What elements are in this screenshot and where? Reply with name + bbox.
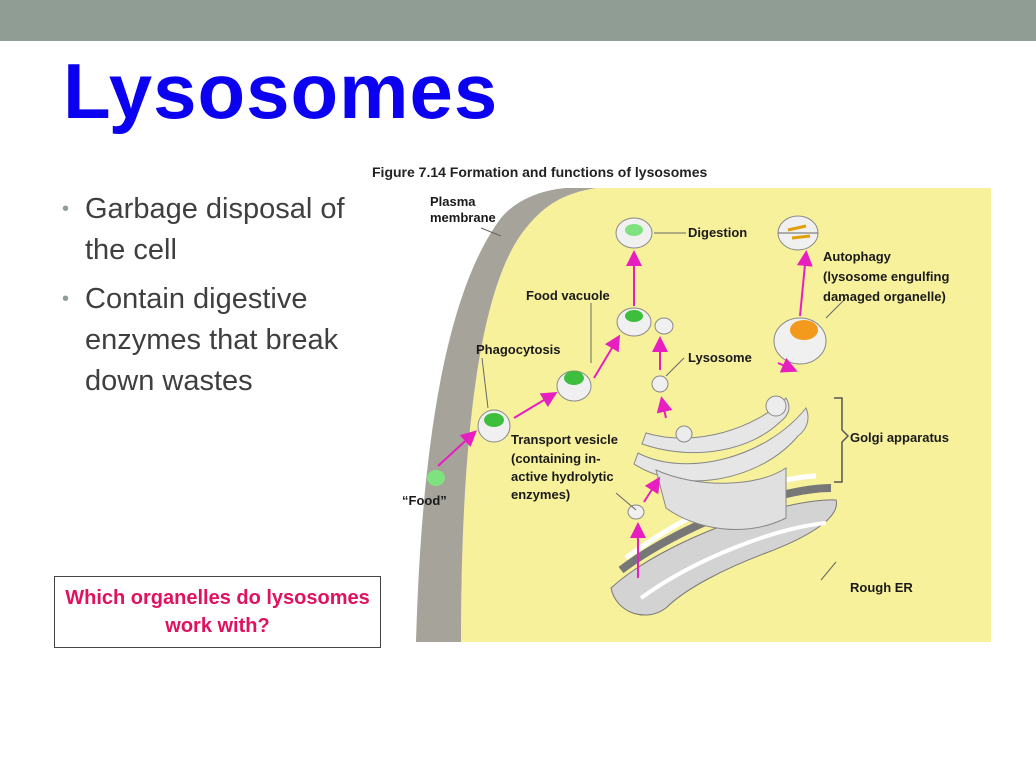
golgi-apparatus <box>633 395 850 530</box>
bullet-dot-icon: • <box>62 288 70 310</box>
plasma-membrane <box>416 188 596 642</box>
label-food-vacuole: Food vacuole <box>526 288 610 303</box>
bullet-text: Contain digestive enzymes that break dow… <box>85 283 339 397</box>
lysosome-figure: Plasma membrane Digestion Autophagy (lys… <box>366 158 991 642</box>
top-accent-bar <box>0 0 1036 41</box>
label-transport-4: enzymes) <box>511 487 570 502</box>
label-lysosome: Lysosome <box>688 350 752 365</box>
label-digestion: Digestion <box>688 225 747 240</box>
bullet-list: • Garbage disposal of the cell • Contain d… <box>62 189 372 410</box>
bullet-item: • Contain digestive enzymes that break do… <box>62 279 372 402</box>
leader-lines <box>480 227 847 581</box>
question-box: Which organelles do lysosomes work with? <box>54 576 381 648</box>
bullet-item: • Garbage disposal of the cell <box>62 189 372 271</box>
label-autophagy-2: (lysosome engulfing <box>823 269 949 284</box>
label-phagocytosis: Phagocytosis <box>476 342 561 357</box>
cell-cytoplasm <box>461 188 991 642</box>
label-plasma-membrane-1: Plasma <box>430 194 476 209</box>
label-autophagy-3: damaged organelle) <box>823 289 946 304</box>
lysosome-vesicle <box>651 375 669 393</box>
slide-title: Lysosomes <box>63 47 499 135</box>
label-rough-er: Rough ER <box>850 580 913 595</box>
transport-vesicle <box>627 504 645 520</box>
label-transport-1: Transport vesicle <box>511 432 618 447</box>
food-particle <box>427 470 445 486</box>
label-transport-3: active hydrolytic <box>511 469 614 484</box>
label-golgi-apparatus: Golgi apparatus <box>850 430 949 445</box>
bullet-text: Garbage disposal of the cell <box>85 193 345 266</box>
bullet-dot-icon: • <box>62 198 70 220</box>
process-arrows <box>437 250 813 578</box>
label-autophagy-1: Autophagy <box>823 249 892 264</box>
label-food: “Food” <box>402 493 447 508</box>
figure-diagram: Plasma membrane Digestion Autophagy (lys… <box>402 188 991 642</box>
label-transport-2: (containing in- <box>511 451 601 466</box>
label-plasma-membrane-2: membrane <box>430 210 496 225</box>
figure-caption: Figure 7.14 Formation and functions of l… <box>372 164 708 180</box>
